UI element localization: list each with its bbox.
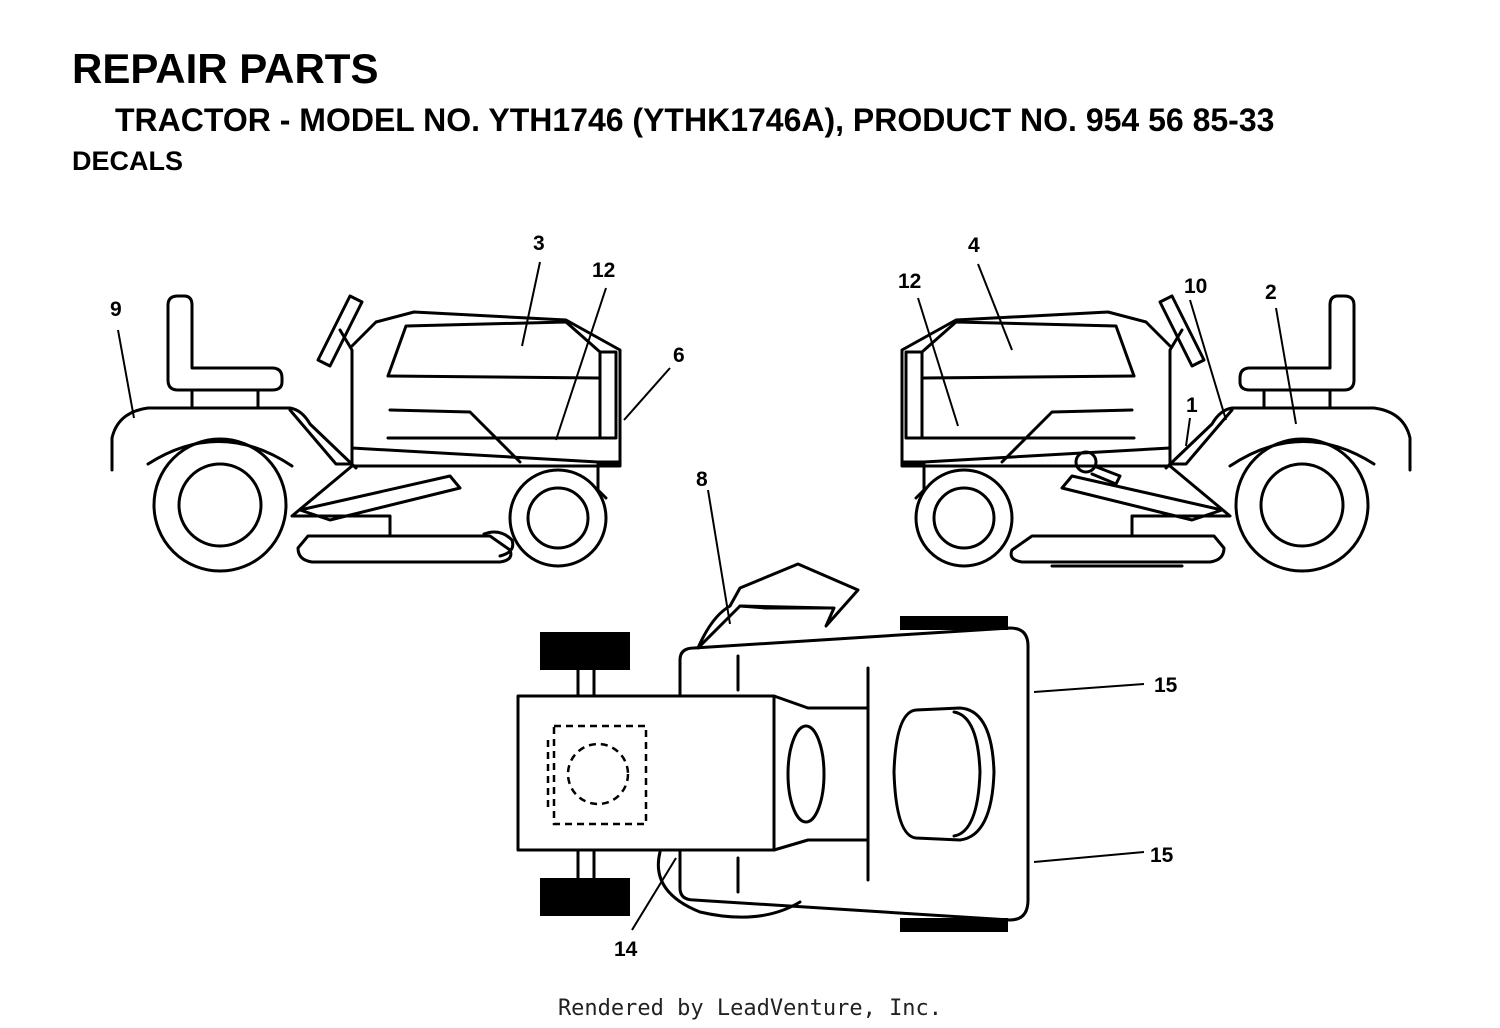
steering-hub-top	[786, 724, 826, 824]
seat-back-right	[1238, 294, 1356, 392]
rear-wheel-right-outer	[1234, 437, 1370, 573]
leader-15-bottom	[1033, 851, 1145, 863]
engine-outline-top	[552, 724, 648, 826]
rear-fender-left	[110, 406, 358, 472]
hood-panel-right	[920, 320, 1136, 440]
steering-wheel-right	[1158, 294, 1206, 368]
tractor-left-side-view	[110, 294, 622, 573]
leader-lines	[117, 261, 1297, 931]
seat-back-left	[166, 294, 284, 392]
callout-10: 10	[1184, 275, 1207, 298]
deck-link-right	[1130, 464, 1232, 536]
front-wheel-left-inner	[526, 486, 590, 550]
engine-fan-top	[566, 742, 630, 806]
rear-tire-top-right	[900, 918, 1008, 932]
front-wheel-right-inner	[932, 486, 996, 550]
foot-pedal-left	[298, 474, 462, 522]
model-subtitle: TRACTOR - MODEL NO. YTH1746 (YTHK1746A),…	[115, 102, 1275, 138]
callout-15-bottom: 15	[1150, 844, 1174, 867]
hood-left	[350, 310, 622, 500]
lever-right	[1074, 450, 1122, 486]
mower-deck-left	[296, 534, 513, 564]
leader-12-left	[555, 287, 607, 441]
seat-top	[892, 706, 996, 842]
hood-panel-left	[386, 320, 602, 440]
leader-2	[1275, 307, 1297, 425]
callout-12-left: 12	[592, 259, 615, 282]
leader-3	[521, 261, 541, 347]
mower-deck-right	[1009, 534, 1226, 564]
rear-tire-top-left	[900, 616, 1008, 630]
rear-wheel-arch-left	[146, 440, 294, 468]
rear-fender-right	[1164, 406, 1412, 472]
callout-8: 8	[696, 468, 708, 491]
front-tire-top-right	[540, 878, 630, 916]
seat-back-top	[952, 710, 982, 838]
hood-bottom-left	[388, 408, 522, 464]
rear-wheel-right-inner	[1259, 462, 1345, 548]
seat-post-left	[190, 388, 260, 410]
page-title: REPAIR PARTS	[72, 45, 379, 92]
callout-14: 14	[614, 938, 638, 961]
callout-numbers: 9 3 12 6 4 12 10 2 1 8 15 15 14	[110, 232, 1277, 961]
callout-3: 3	[533, 232, 545, 255]
chassis-top	[678, 626, 1030, 922]
leader-1	[1185, 417, 1191, 447]
front-tire-top-left	[540, 632, 630, 670]
tractor-right-side-view	[900, 294, 1412, 573]
deck-link-left	[290, 464, 392, 536]
callout-2: 2	[1265, 281, 1277, 304]
leader-12-right	[917, 297, 959, 427]
leader-9	[117, 329, 135, 419]
rear-wheel-arch-right	[1228, 440, 1376, 468]
callout-6: 6	[673, 344, 685, 367]
callout-12-right: 12	[898, 270, 921, 293]
front-wheel-right-outer	[914, 468, 1014, 568]
hood-top	[516, 694, 776, 852]
callout-15-top: 15	[1154, 674, 1178, 697]
front-axle-top	[576, 668, 596, 880]
callout-4: 4	[968, 234, 980, 257]
deck-under-top	[656, 850, 802, 919]
callout-9: 9	[110, 298, 122, 321]
steering-column-right	[1168, 328, 1184, 450]
rear-wheel-left-outer	[152, 437, 288, 573]
rear-wheel-left-inner	[177, 462, 263, 548]
callout-1: 1	[1186, 394, 1198, 417]
hood-right	[900, 310, 1172, 500]
hood-bottom-right	[1000, 408, 1134, 464]
deck-chute-left	[482, 530, 515, 558]
seat-post-right	[1262, 388, 1332, 410]
steering-column-left	[338, 328, 354, 450]
tractor-top-view	[516, 562, 1030, 932]
front-wheel-left-outer	[508, 468, 608, 568]
leader-4	[977, 263, 1013, 351]
leader-14	[631, 857, 677, 931]
leader-15-top	[1033, 683, 1145, 693]
leader-8	[707, 489, 731, 625]
steering-wheel-left	[316, 294, 364, 368]
footer-credit: Rendered by LeadVenture, Inc.	[557, 996, 943, 1021]
grille-right	[904, 350, 924, 440]
section-heading: DECALS	[72, 146, 184, 176]
hood-crease-right	[922, 374, 1136, 380]
leader-6	[623, 367, 671, 421]
foot-pedal-right	[1060, 474, 1224, 522]
grille-left	[598, 350, 618, 440]
fender-wing-inner	[738, 604, 832, 610]
hood-crease-left	[386, 374, 600, 380]
fender-wing-top	[696, 562, 860, 650]
leader-10	[1189, 299, 1227, 421]
